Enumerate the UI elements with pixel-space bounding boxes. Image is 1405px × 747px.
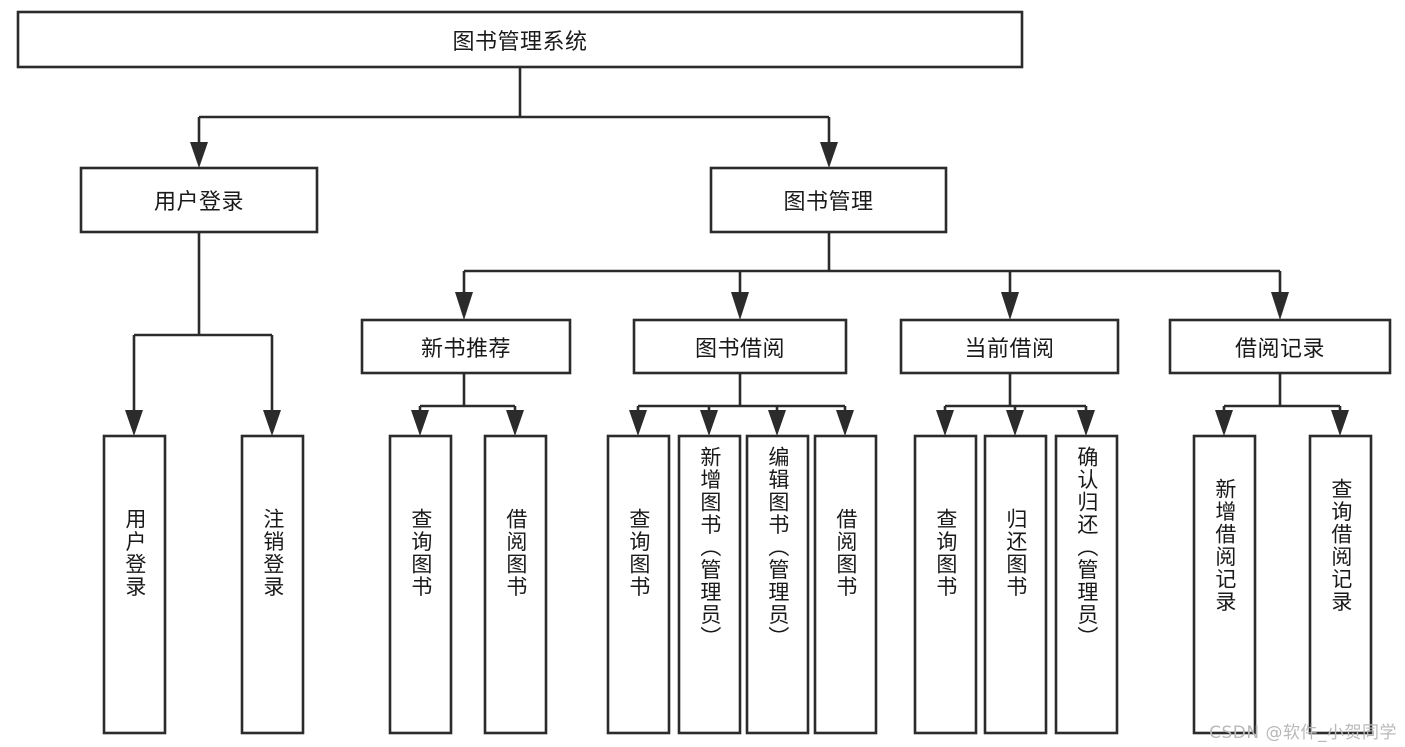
node-box-book-management[interactable] (709, 166, 948, 234)
leaf-label-new-book-2-wrap: 借阅图书 (485, 436, 546, 733)
arrow-head-new-book (455, 292, 473, 320)
arrow-head-current (1001, 292, 1019, 320)
arrow-head-user-login (190, 142, 208, 168)
node-box-leaf-current-2[interactable] (983, 434, 1048, 735)
connector-layer (125, 67, 1349, 436)
leaf-label-current-2: 归还图书 (1003, 508, 1028, 598)
arrow-head-borrow-leaf3 (768, 410, 786, 436)
node-label-new-book-recommend: 新书推荐 (420, 336, 511, 362)
leaf-label-new-book-2: 借阅图书 (503, 508, 528, 598)
leaf-label-current-1: 查询图书 (933, 508, 958, 598)
arrow-head-borrow (731, 292, 749, 320)
node-box-leaf-borrow-3[interactable] (745, 434, 810, 735)
leaf-label-borrow-1-wrap: 查询图书 (608, 436, 669, 733)
leaf-label-borrow-4-wrap: 借阅图书 (815, 436, 876, 733)
arrow-head-borrow-leaf2 (700, 410, 718, 436)
node-box-borrow-record[interactable] (1168, 318, 1392, 375)
node-box-leaf-current-3[interactable] (1054, 434, 1119, 735)
arrow-head-book-mgmt (820, 142, 838, 168)
arrow-head-record (1271, 292, 1289, 320)
leaf-label-current-3: 确认归还（管理员） (1074, 446, 1099, 649)
node-label-root: 图书管理系统 (452, 29, 588, 55)
node-label-current-borrow: 当前借阅 (964, 336, 1055, 362)
leaf-label-current-2-wrap: 归还图书 (985, 436, 1046, 733)
node-box-leaf-user-login-2[interactable] (240, 434, 305, 735)
node-label-borrow-record-wrap: 借阅记录 (1170, 320, 1390, 373)
leaf-label-user-login-2: 注销登录 (260, 508, 285, 598)
leaf-label-record-1: 新增借阅记录 (1212, 478, 1237, 613)
node-box-leaf-new-book-1[interactable] (388, 434, 453, 735)
node-label-current-borrow-wrap: 当前借阅 (901, 320, 1118, 373)
node-box-leaf-record-2[interactable] (1308, 434, 1373, 735)
node-box-root[interactable] (16, 10, 1024, 69)
arrow-head-record-leaf2 (1331, 410, 1349, 436)
arrow-head-user-login-leaf2 (263, 410, 281, 436)
leaf-label-borrow-3: 编辑图书（管理员） (765, 446, 790, 649)
node-box-leaf-borrow-2[interactable] (677, 434, 742, 735)
leaf-label-borrow-4: 借阅图书 (833, 508, 858, 598)
node-box-new-book-recommend[interactable] (360, 318, 572, 375)
leaf-label-record-2: 查询借阅记录 (1328, 478, 1353, 613)
node-box-leaf-user-login-1[interactable] (102, 434, 167, 735)
arrow-head-record-leaf1 (1215, 410, 1233, 436)
node-label-borrow-record: 借阅记录 (1234, 336, 1325, 362)
node-label-user-login-wrap: 用户登录 (81, 168, 317, 232)
node-box-leaf-borrow-4[interactable] (813, 434, 878, 735)
node-box-user-login[interactable] (79, 166, 319, 234)
arrow-head-user-login-leaf1 (125, 410, 143, 436)
arrow-head-current-leaf2 (1006, 410, 1024, 436)
leaf-label-user-login-2-wrap: 注销登录 (242, 436, 303, 733)
leaf-label-borrow-3-wrap: 编辑图书（管理员） (747, 436, 808, 733)
node-box-leaf-new-book-2[interactable] (483, 434, 548, 735)
leaf-label-record-1-wrap: 新增借阅记录 (1194, 436, 1255, 733)
node-label-root-wrap: 图书管理系统 (18, 12, 1022, 67)
node-label-book-management-wrap: 图书管理 (711, 168, 946, 232)
arrow-head-borrow-leaf4 (836, 410, 854, 436)
node-label-user-login: 用户登录 (153, 190, 244, 215)
leaf-label-current-3-wrap: 确认归还（管理员） (1056, 436, 1117, 733)
node-label-book-borrow: 图书借阅 (694, 336, 785, 362)
node-box-leaf-borrow-1[interactable] (606, 434, 671, 735)
arrow-head-new-book-leaf2 (506, 410, 524, 436)
leaf-label-current-1-wrap: 查询图书 (915, 436, 976, 733)
leaf-label-borrow-2: 新增图书（管理员） (697, 446, 722, 649)
leaf-label-borrow-1: 查询图书 (626, 508, 651, 598)
node-layer (16, 10, 1392, 735)
arrow-head-new-book-leaf1 (411, 410, 429, 436)
node-box-leaf-record-1[interactable] (1192, 434, 1257, 735)
arrow-head-current-leaf3 (1077, 410, 1095, 436)
leaf-label-user-login-1: 用户登录 (122, 508, 147, 598)
leaf-label-new-book-1-wrap: 查询图书 (390, 436, 451, 733)
node-label-book-management: 图书管理 (783, 190, 874, 215)
leaf-label-new-book-1: 查询图书 (408, 508, 433, 598)
arrow-head-borrow-leaf1 (629, 410, 647, 436)
leaf-label-user-login-1-wrap: 用户登录 (104, 436, 165, 733)
node-label-new-book-recommend-wrap: 新书推荐 (362, 320, 570, 373)
node-label-book-borrow-wrap: 图书借阅 (634, 320, 846, 373)
leaf-label-borrow-2-wrap: 新增图书（管理员） (679, 436, 740, 733)
node-box-current-borrow[interactable] (899, 318, 1120, 375)
leaf-label-record-2-wrap: 查询借阅记录 (1310, 436, 1371, 733)
arrow-head-current-leaf1 (936, 410, 954, 436)
node-box-book-borrow[interactable] (632, 318, 848, 375)
node-box-leaf-current-1[interactable] (913, 434, 978, 735)
